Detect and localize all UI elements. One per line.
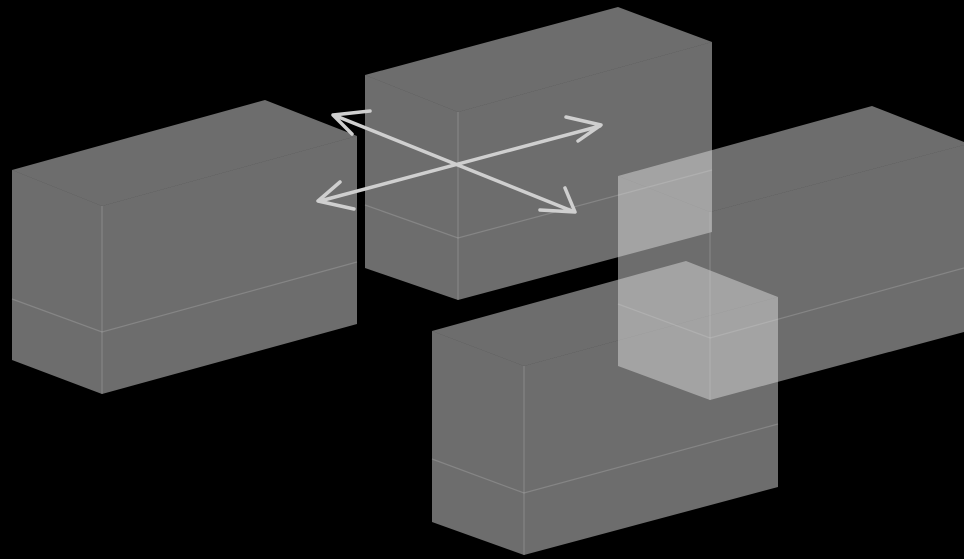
arrow-shaft-diagonal-b [318,124,602,203]
box-bottom [431,261,779,555]
arrowhead-down-left [316,180,356,211]
four-way-arrow-icon[interactable] [316,109,603,214]
arrowhead-up-left [331,109,372,136]
box-left [11,100,358,394]
arrowhead-up-right [564,115,603,143]
arrowhead-down-right [538,186,577,214]
